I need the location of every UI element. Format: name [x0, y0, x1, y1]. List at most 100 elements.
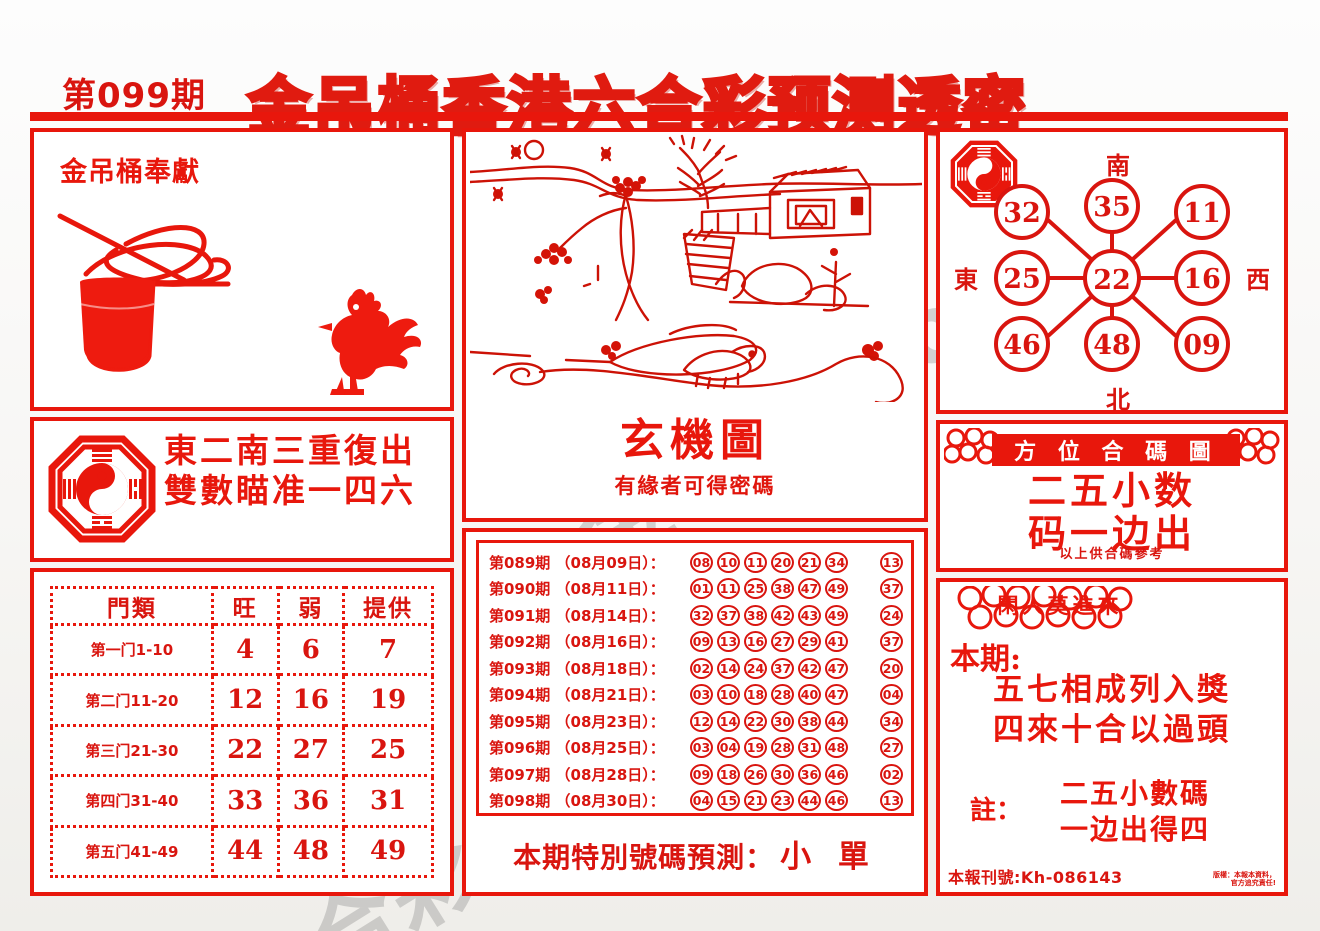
cell-ruo: 36	[276, 774, 346, 828]
cell-wang: 33	[210, 774, 280, 828]
lottery-ball: 19	[744, 737, 767, 759]
cell-tigong: 7	[342, 622, 434, 677]
lottery-ball: 24	[744, 657, 767, 679]
history-row-label: 第094期 （08月21日）：	[489, 686, 665, 705]
lottery-ball: 47	[825, 657, 848, 679]
xuanji-subtitle: 有緣者可得密碼	[614, 473, 776, 498]
lottery-ball: 18	[744, 684, 767, 706]
fine-print: 版權：本報本資料， 官方追究責任!	[1213, 871, 1276, 889]
note-banner: 閑人莫進來	[997, 593, 1123, 618]
lottery-ball: 40	[798, 684, 821, 706]
cell-ruo: 16	[276, 673, 346, 727]
slogan-panel: 東二南三重復出 雙數瞄准一四六	[30, 417, 454, 562]
xuanji-picture-panel: 玄機圖 有緣者可得密碼	[462, 128, 928, 522]
lottery-ball: 09	[690, 763, 713, 785]
compass-node-n: 35	[1093, 192, 1131, 223]
lottery-ball: 15	[717, 790, 740, 812]
lottery-ball-special: 20	[880, 657, 903, 679]
lottery-ball-special: 13	[880, 551, 903, 573]
cell-category: 第五门41-49	[50, 824, 214, 879]
cell-wang: 4	[210, 622, 280, 677]
direction-east: 東	[954, 265, 978, 294]
history-row-label: 第096期 （08月25日）：	[489, 739, 665, 758]
compass-node-s: 48	[1093, 330, 1131, 361]
cell-category: 第二门11-20	[50, 673, 214, 727]
lottery-ball: 04	[690, 790, 713, 812]
lottery-ball: 26	[744, 763, 767, 785]
special-prediction: 本期特別號碼預測：小 單	[466, 831, 924, 876]
slogan-line-1: 東二南三重復出	[164, 431, 416, 470]
lottery-ball: 13	[717, 631, 740, 653]
lottery-ball: 30	[771, 710, 794, 732]
lottery-ball: 28	[771, 737, 794, 759]
cell-wang: 44	[210, 824, 280, 879]
history-row-label: 第095期 （08月23日）：	[489, 712, 665, 731]
lottery-ball: 49	[825, 604, 848, 626]
lottery-ball: 03	[690, 737, 713, 759]
lottery-ball: 44	[798, 790, 821, 812]
lottery-ball: 08	[690, 551, 713, 573]
lottery-ball: 48	[825, 737, 848, 759]
lottery-ball: 38	[798, 710, 821, 732]
lottery-ball-special: 27	[880, 737, 903, 759]
compass-node-w: 25	[1003, 264, 1041, 295]
compass-diagram: 32 35 11 25 22 16 46 48 09	[994, 178, 1230, 372]
fangwei-footer: 以上供合碼參考	[1059, 547, 1165, 562]
lottery-ball-special: 37	[880, 631, 903, 653]
cell-category: 第一门1-10	[50, 622, 214, 677]
lottery-ball: 02	[690, 657, 713, 679]
lottery-ball-special: 34	[880, 710, 903, 732]
bucket-icon	[57, 213, 231, 372]
lottery-ball: 28	[771, 684, 794, 706]
lottery-ball-special: 02	[880, 763, 903, 785]
fangwei-lines: 二五小数 码一边出	[940, 469, 1284, 556]
flower-cluster-icon	[957, 586, 1133, 630]
compass-node-c: 22	[1093, 265, 1131, 296]
cell-category: 第四门31-40	[50, 774, 214, 828]
slogan-text: 東二南三重復出 雙數瞄准一四六	[164, 431, 416, 512]
lottery-ball: 44	[825, 710, 848, 732]
zhu-line-1: 二五小數碼	[1059, 777, 1210, 810]
th-tigong: 提供	[342, 586, 434, 626]
fine-print-line-1: 版權：本報本資料，	[1213, 870, 1276, 879]
fangwei-panel: 方 位 合 碼 圖 二五小数 码一边出 以上供合碼參考	[936, 420, 1288, 572]
th-category: 門類	[50, 586, 214, 626]
cell-tigong: 49	[342, 824, 434, 879]
lottery-ball: 42	[771, 604, 794, 626]
compass-node-se: 09	[1183, 330, 1221, 361]
lottery-ball: 21	[798, 551, 821, 573]
cell-ruo: 48	[276, 824, 346, 879]
note-line-2: 四來十合以過頭	[993, 712, 1231, 749]
lottery-ball: 18	[717, 763, 740, 785]
issue-number: 第099期	[62, 76, 206, 116]
zhu-line-2: 一边出得四	[1059, 812, 1210, 846]
lottery-ball: 32	[690, 604, 713, 626]
lottery-ball: 38	[771, 578, 794, 600]
lottery-ball: 01	[690, 578, 713, 600]
history-row-label: 第098期 （08月30日）：	[489, 792, 665, 811]
cell-ruo: 27	[276, 723, 346, 778]
history-row-label: 第092期 （08月16日）：	[489, 633, 665, 652]
lottery-ball: 04	[717, 737, 740, 759]
title-underline-bar	[30, 112, 1288, 121]
fangwei-line-2: 码一边出	[1027, 510, 1196, 556]
lottery-ball-special: 04	[880, 684, 903, 706]
lottery-ball: 16	[744, 631, 767, 653]
cell-ruo: 6	[276, 622, 346, 677]
bagua-yinyang-icon	[950, 140, 1018, 208]
special-prediction-value: 小 單	[780, 839, 877, 875]
history-row-label: 第093期 （08月18日）：	[489, 659, 665, 678]
lottery-ball: 47	[825, 684, 848, 706]
publication-number: 本報刊號:Kh-086143	[948, 868, 1123, 887]
